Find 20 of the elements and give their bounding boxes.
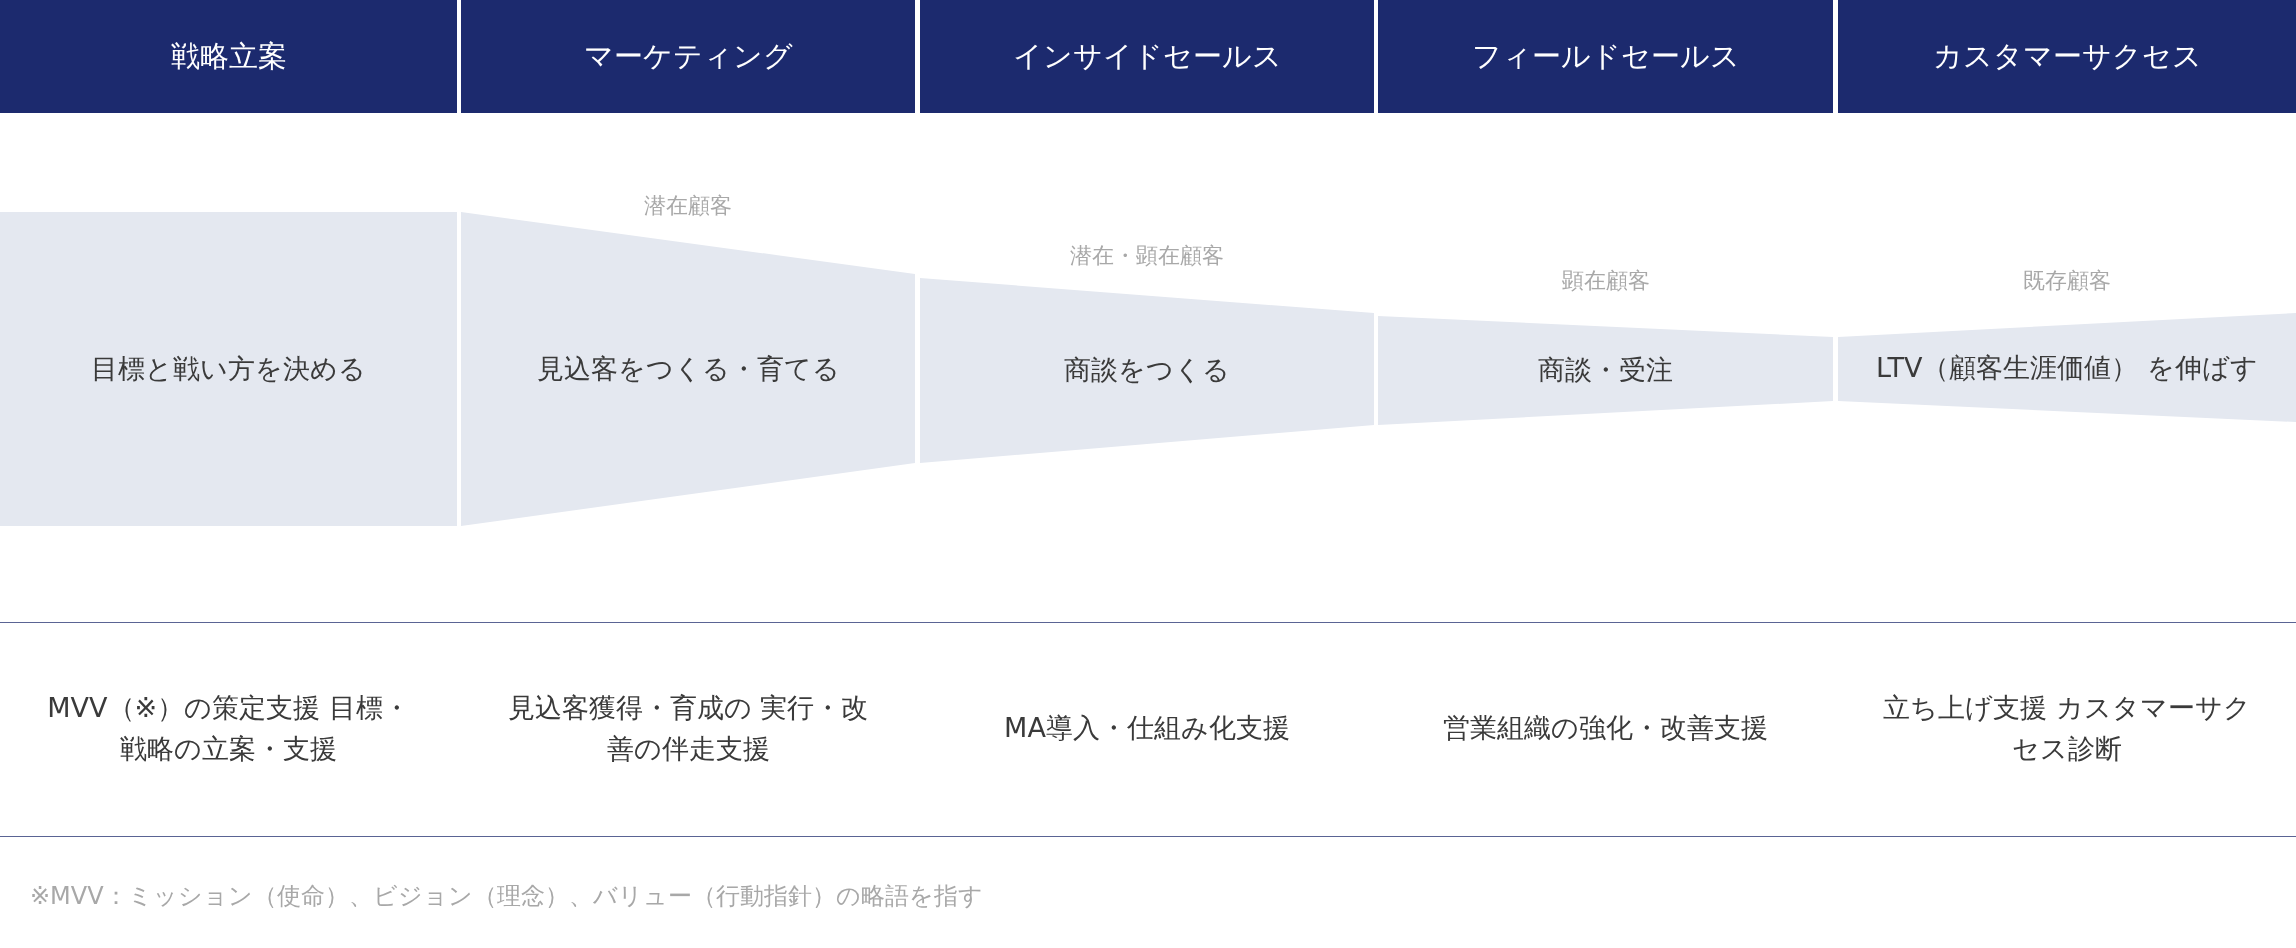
stage-goal-text: 商談をつくる [1063, 353, 1231, 388]
support-text: MA導入・仕組み化支援 [1003, 710, 1291, 745]
column-header: マーケティング [461, 0, 915, 113]
support-text: 見込客獲得・育成の 実行・改善の伴走支援 [506, 690, 870, 765]
customer-stage-label: 既存顧客 [2023, 267, 2111, 295]
stage-goal-text: LTV（顧客生涯価値） を伸ばす [1875, 351, 2259, 386]
column-header: カスタマーサクセス [1838, 0, 2296, 113]
customer-stage-label: 潜在・顕在顧客 [1070, 242, 1224, 270]
column-header: 戦略立案 [0, 0, 457, 113]
stage-goal-text: 商談・受注 [1537, 353, 1674, 388]
stage-goal-text: 目標と戦い方を決める [90, 352, 367, 387]
customer-stage-label: 潜在顧客 [644, 192, 732, 220]
column-header: フィールドセールス [1378, 0, 1833, 113]
stage-goal-text: 見込客をつくる・育てる [535, 352, 841, 387]
support-text: 立ち上げ支援 カスタマーサクセス診断 [1882, 690, 2252, 765]
support-text: 営業組織の強化・改善支援 [1442, 710, 1769, 745]
support-text: MVV（※）の策定支援 目標・戦略の立案・支援 [46, 690, 411, 765]
footnote: ※MVV：ミッション（使命）、ビジョン（理念）、バリュー（行動指針）の略語を指す [30, 881, 983, 912]
column-header: インサイドセールス [920, 0, 1374, 113]
customer-stage-label: 顕在顧客 [1561, 267, 1650, 295]
